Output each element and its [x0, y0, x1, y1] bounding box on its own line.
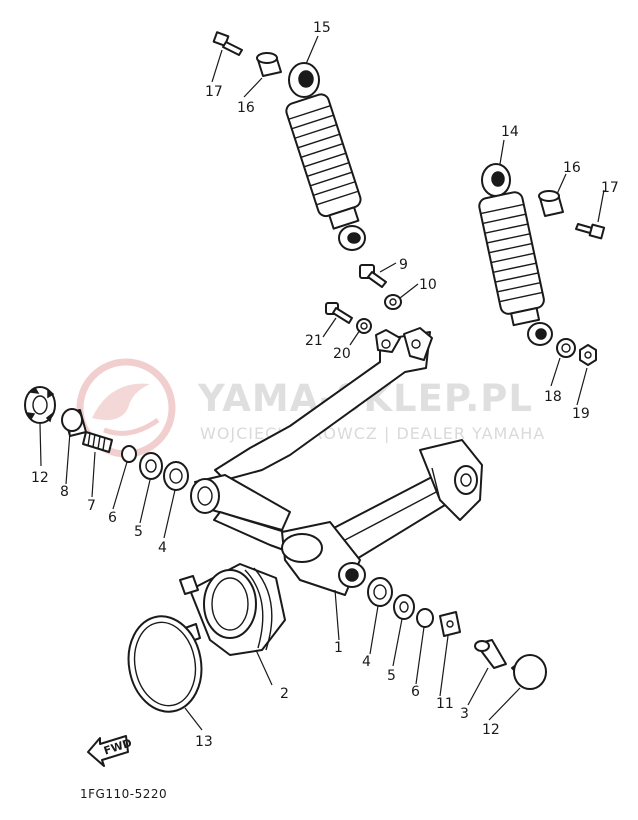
- lock-washer-11: [439, 611, 461, 637]
- collar-16-left: [256, 52, 282, 77]
- callout-17-right: 17: [601, 180, 619, 196]
- callout-1: 1: [334, 640, 343, 656]
- rubber-boot-2: [179, 563, 286, 656]
- callout-14: 14: [501, 124, 519, 140]
- cap-8: [61, 408, 87, 437]
- callout-5-left: 5: [134, 524, 143, 540]
- callout-16-right: 16: [563, 160, 581, 176]
- callout-7: 7: [87, 498, 96, 514]
- pivot-shaft-7: [82, 431, 113, 453]
- callout-13: 13: [195, 734, 213, 750]
- callout-20: 20: [333, 346, 351, 362]
- band-ring-13: [127, 615, 203, 713]
- callout-2: 2: [280, 686, 289, 702]
- leader-lines: [39, 35, 605, 731]
- watermark-subtitle: WOJCIECH MRÓWCZ | DEALER YAMAHA: [200, 424, 545, 443]
- callout-12-left: 12: [31, 470, 49, 486]
- callout-5-right: 5: [387, 668, 396, 684]
- callout-17-left: 17: [205, 84, 223, 100]
- watermark: YAMA-SKLEP.PL WOJCIECH MRÓWCZ | DEALER Y…: [76, 358, 545, 458]
- callout-19: 19: [572, 406, 590, 422]
- bearing-4-right: [367, 577, 393, 607]
- drawing-code: 1FG110-5220: [80, 787, 167, 801]
- washer-6-right: [416, 608, 434, 628]
- callout-11: 11: [436, 696, 454, 712]
- collar-16-right: [538, 190, 564, 217]
- callout-4-left: 4: [158, 540, 167, 556]
- bearing-4-left: [163, 461, 189, 491]
- bolt-17-right: [575, 223, 606, 240]
- nut-19: [579, 344, 597, 366]
- callout-6-left: 6: [108, 510, 117, 526]
- callout-18: 18: [544, 389, 562, 405]
- callout-10: 10: [419, 277, 437, 293]
- callout-3: 3: [460, 706, 469, 722]
- bolt-9: [359, 264, 387, 288]
- callout-16-left: 16: [237, 100, 255, 116]
- washer-6-left: [121, 445, 137, 463]
- callout-8: 8: [60, 484, 69, 500]
- washer-18: [556, 338, 576, 358]
- bolt-17-left: [212, 31, 243, 56]
- callout-6-right: 6: [411, 684, 420, 700]
- callout-15: 15: [313, 20, 331, 36]
- cap-12-right: [511, 654, 547, 690]
- forward-arrow-icon: FWD: [87, 735, 134, 767]
- callout-numbers: 15 17 16 14 16 17 9 10 21 20 18 19 12 8 …: [31, 20, 619, 750]
- left-shock-absorber: [285, 62, 366, 251]
- pivot-shaft-3: [474, 639, 507, 669]
- callout-12-right: 12: [482, 722, 500, 738]
- nut-10: [384, 294, 402, 310]
- bolt-21: [325, 302, 353, 324]
- swingarm: [190, 327, 483, 596]
- nut-20: [356, 318, 372, 334]
- callout-21: 21: [305, 333, 323, 349]
- locknut-12-left: [24, 386, 56, 424]
- right-shock-absorber: [478, 163, 553, 346]
- oil-seal-5-left: [139, 452, 163, 480]
- callout-9: 9: [399, 257, 408, 273]
- callout-4-right: 4: [362, 654, 371, 670]
- oil-seal-5-right: [393, 594, 415, 620]
